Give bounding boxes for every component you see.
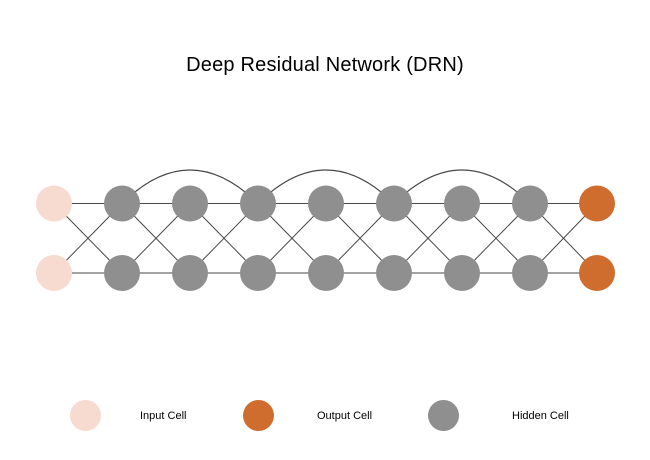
hidden-cell-node xyxy=(444,185,480,222)
legend: Input Cell Output Cell Hidden Cell xyxy=(0,400,650,432)
hidden-cell-node xyxy=(104,255,140,291)
hidden-cell-node xyxy=(240,185,276,222)
legend-label-hidden: Hidden Cell xyxy=(512,410,569,422)
skip-connection-arc xyxy=(393,169,531,204)
legend-label-input: Input Cell xyxy=(140,410,187,422)
hidden-cell-node xyxy=(172,185,208,222)
hidden-cell-node xyxy=(172,255,208,291)
output-cell-swatch xyxy=(243,400,274,431)
skip-connection-arc xyxy=(257,169,395,204)
hidden-cell-swatch xyxy=(428,400,459,431)
input-cell-swatch xyxy=(70,400,101,431)
hidden-cell-node xyxy=(308,255,344,291)
input-cell-node xyxy=(36,255,72,291)
hidden-cell-node xyxy=(512,185,548,222)
hidden-cell-node xyxy=(444,255,480,291)
hidden-cell-node xyxy=(376,185,412,222)
input-cell-node xyxy=(36,185,72,222)
hidden-cell-node xyxy=(376,255,412,291)
skip-connection-arc xyxy=(121,169,259,204)
hidden-cell-node xyxy=(104,185,140,222)
legend-label-output: Output Cell xyxy=(317,410,373,422)
output-cell-node xyxy=(579,185,615,222)
output-cell-node xyxy=(579,255,615,291)
hidden-cell-node xyxy=(308,185,344,222)
hidden-cell-node xyxy=(240,255,276,291)
diagram-title: Deep Residual Network (DRN) xyxy=(186,54,464,76)
hidden-cell-node xyxy=(512,255,548,291)
